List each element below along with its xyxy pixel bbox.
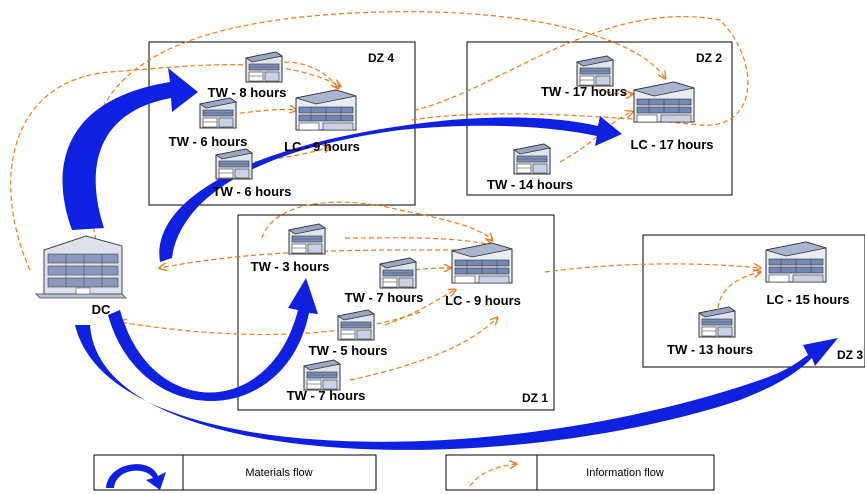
materials-flow-legend-icon — [106, 464, 166, 490]
distribution-center-building-icon — [35, 235, 127, 299]
node-label-dz2-tw-b: TW - 14 hours — [487, 177, 573, 192]
node-label-dz3-tw-a: TW - 13 hours — [667, 342, 753, 357]
zone-label-dz4: DZ 4 — [368, 51, 394, 65]
warehouse-building-icon — [513, 143, 551, 175]
zone-box-dz3 — [642, 234, 865, 368]
zone-label-dz1: DZ 1 — [522, 391, 548, 405]
node-label-dz2-tw-a: TW - 17 hours — [541, 84, 627, 99]
legend-materials-box — [93, 454, 377, 491]
warehouse-building-icon — [199, 97, 237, 129]
warehouse-building-icon — [295, 89, 357, 131]
warehouse-building-icon — [451, 242, 513, 284]
node-label-dz4-lc: LC - 9 hours — [284, 139, 360, 154]
node-label-dz1-lc: LC - 9 hours — [445, 293, 521, 308]
node-label-dz2-lc: LC - 17 hours — [630, 137, 713, 152]
zone-label-dz3: DZ 3 — [837, 348, 863, 362]
warehouse-building-icon — [698, 306, 736, 338]
node-label-dz1-tw-b: TW - 7 hours — [345, 290, 424, 305]
warehouse-building-icon — [215, 148, 253, 180]
warehouse-building-icon — [245, 51, 283, 83]
warehouse-building-icon — [288, 223, 326, 255]
warehouse-building-icon — [379, 257, 417, 289]
warehouse-building-icon — [765, 241, 827, 283]
warehouse-building-icon — [576, 55, 614, 87]
node-label-dz4-tw-c: TW - 6 hours — [213, 184, 292, 199]
zone-box-dz1 — [237, 214, 555, 411]
warehouse-building-icon — [303, 359, 341, 391]
legend-materials-label: Materials flow — [245, 467, 312, 479]
node-label-dz4-tw-a: TW - 8 hours — [208, 85, 287, 100]
legend: Materials flow Information flow — [93, 454, 715, 491]
warehouse-building-icon — [633, 81, 695, 123]
dc-label: DC — [92, 302, 111, 317]
node-label-dz1-tw-d: TW - 7 hours — [287, 388, 366, 403]
legend-information-label: Information flow — [586, 467, 664, 479]
information-flow-legend-icon — [469, 464, 516, 487]
materials-flow-arrows — [62, 68, 838, 450]
node-label-dz3-lc: LC - 15 hours — [766, 292, 849, 307]
warehouse-building-icon — [337, 309, 375, 341]
node-label-dz1-tw-c: TW - 5 hours — [309, 343, 388, 358]
node-label-dz4-tw-b: TW - 6 hours — [169, 134, 248, 149]
legend-information-box — [445, 454, 715, 491]
zone-box-dz4 — [148, 41, 416, 206]
zone-label-dz2: DZ 2 — [696, 51, 722, 65]
node-label-dz1-tw-a: TW - 3 hours — [251, 259, 330, 274]
